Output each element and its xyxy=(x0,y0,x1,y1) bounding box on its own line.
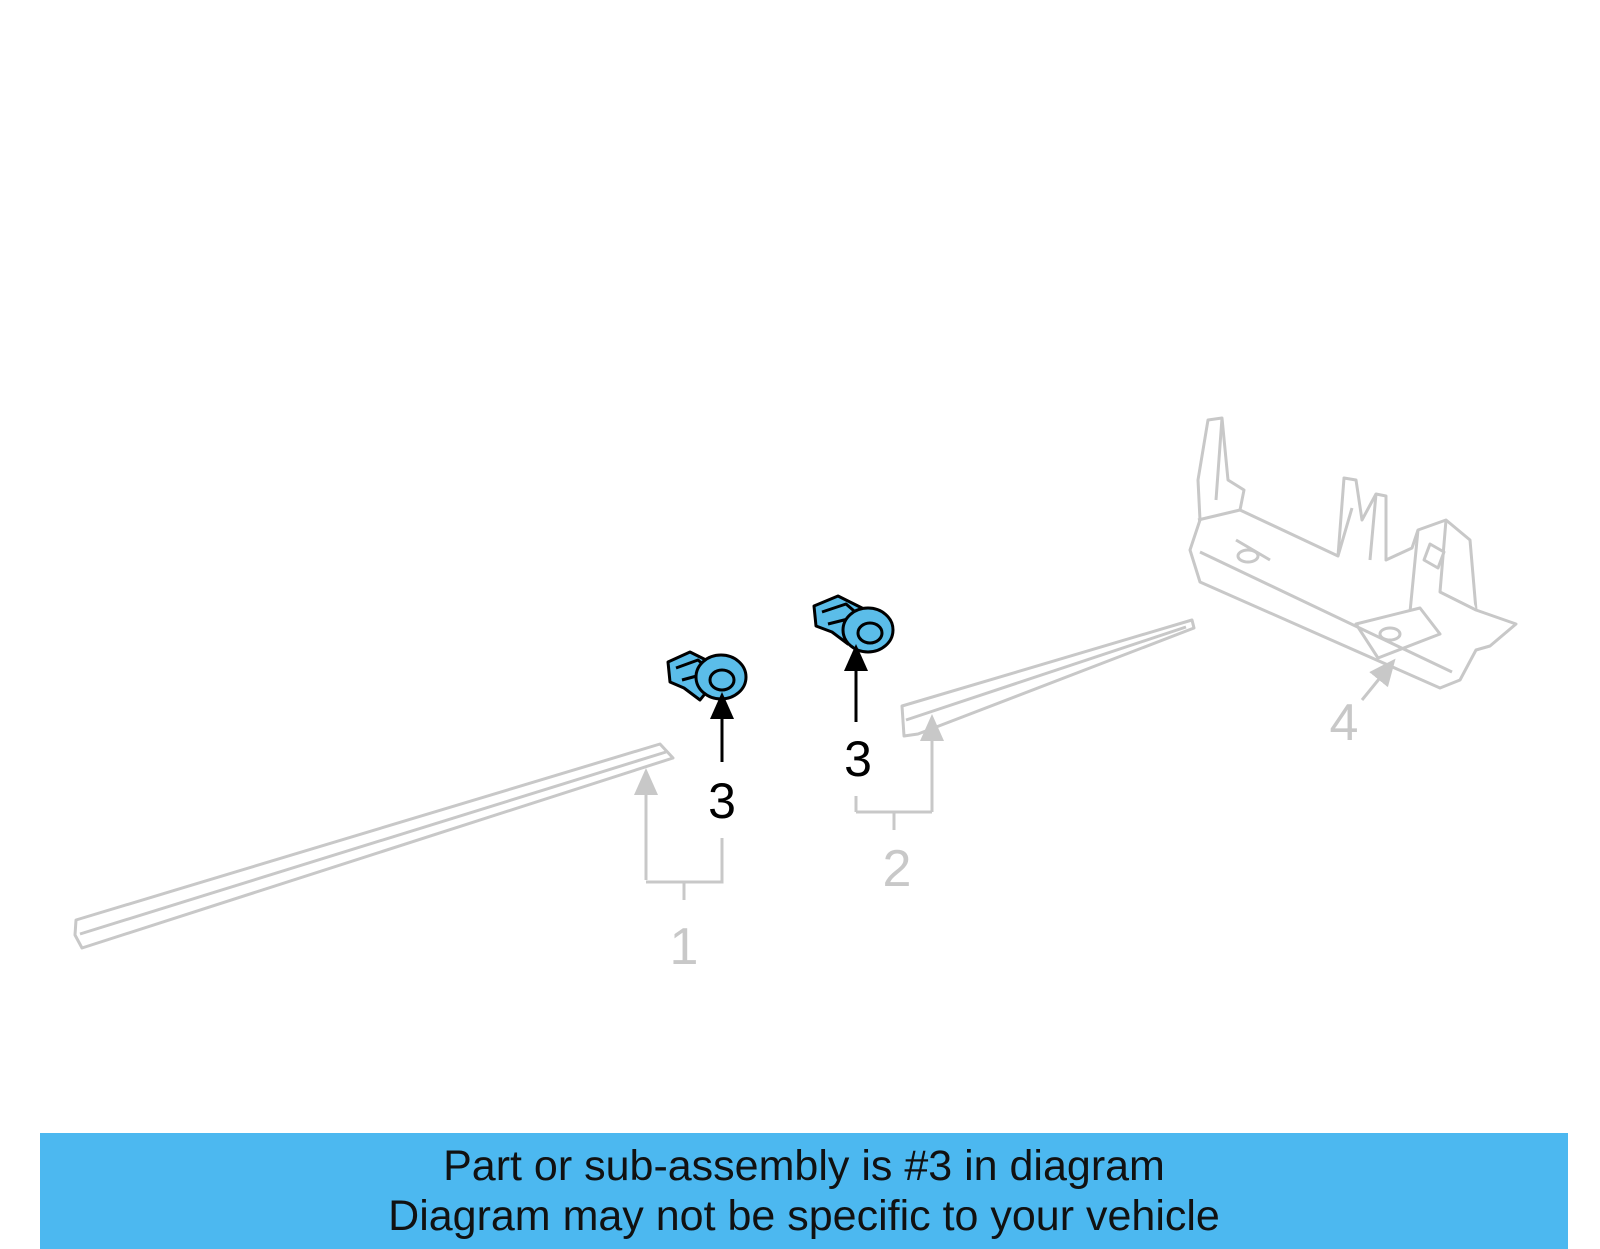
leader-part-2 xyxy=(854,714,944,830)
part-3b-push-clip xyxy=(812,594,895,654)
leader-part-1 xyxy=(634,768,724,900)
callout-2: 2 xyxy=(883,840,912,898)
part-2-molding-strip xyxy=(900,618,1196,738)
callout-3a: 3 xyxy=(708,773,736,829)
part-4-bracket xyxy=(1188,416,1518,690)
banner-line-disclaimer: Diagram may not be specific to your vehi… xyxy=(388,1192,1220,1240)
banner-line-part-number: Part or sub-assembly is #3 in diagram xyxy=(443,1142,1165,1190)
leader-part-4 xyxy=(1360,658,1396,701)
callout-3b: 3 xyxy=(844,731,872,787)
part-3a-push-clip xyxy=(666,650,748,702)
callout-1: 1 xyxy=(670,918,699,976)
callout-4: 4 xyxy=(1330,694,1359,752)
part-1-molding-strip xyxy=(73,742,675,950)
info-banner: Part or sub-assembly is #3 in diagram Di… xyxy=(40,1133,1568,1249)
